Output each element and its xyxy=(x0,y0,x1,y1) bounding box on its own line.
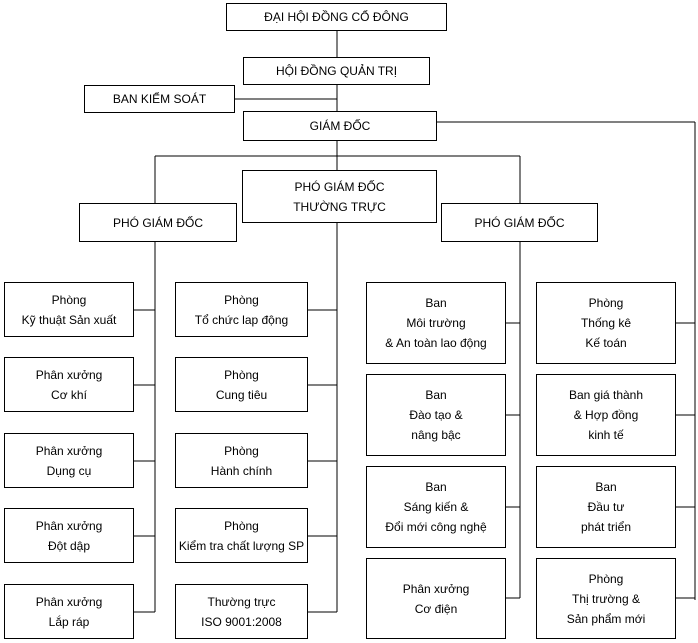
box-text-line: Ban xyxy=(425,480,447,494)
box-text-line: & An toàn lao động xyxy=(385,336,487,350)
box-text-line: phát triển xyxy=(580,520,632,534)
box-text-line: Cơ điện xyxy=(414,601,458,616)
box-text-line: PHÓ GIÁM ĐỐC xyxy=(474,215,565,230)
box-text-line: Phân xưởng xyxy=(35,367,103,382)
box-text-line: Thường trực xyxy=(207,594,276,609)
box-text-line: Phân xưởng xyxy=(402,581,470,596)
box-text-line: kinh tế xyxy=(588,428,624,442)
col3-box-4: Phân xưởng Cơ điện xyxy=(366,558,506,639)
box-text-line: Kiểm tra chất lượng SP xyxy=(178,538,305,553)
box-text-line: ISO 9001:2008 xyxy=(201,614,282,629)
box-text-line: Phân xưởng xyxy=(35,443,103,458)
box-text-line: Đột dập xyxy=(47,538,91,553)
box-text-line: Tổ chức lap động xyxy=(194,312,289,327)
box-text-line: THƯỜNG TRỰC xyxy=(293,199,386,214)
box-text-line: Đổi mới công nghệ xyxy=(385,520,487,534)
box-text-line: Phòng xyxy=(224,443,259,458)
box-supervisory-board: BAN KIỂM SOÁT xyxy=(84,85,235,113)
box-text-line: Phòng xyxy=(51,292,87,307)
box-text-line: ĐẠI HỘI ĐỒNG CỔ ĐÔNG xyxy=(264,10,409,24)
box-deputy-left: PHÓ GIÁM ĐỐC xyxy=(79,203,237,242)
box-text-line: Dụng cụ xyxy=(46,463,92,478)
box-text-line: Phân xưởng xyxy=(35,594,103,609)
box-text-line: HỘI ĐỒNG QUẢN TRỊ xyxy=(275,64,398,78)
box-text-line: Thống kê xyxy=(580,316,632,330)
box-text-line: GIÁM ĐỐC xyxy=(309,119,371,133)
box-text-line: Phòng xyxy=(588,296,624,310)
box-text-line: & Hợp đồng xyxy=(573,408,639,422)
box-text-line: Cung tiêu xyxy=(215,387,268,402)
box-text-line: Môi trường xyxy=(406,316,466,330)
col1-box-1: Phòng Kỹ thuật Sản xuất xyxy=(4,282,134,337)
box-text-line: PHÓ GIÁM ĐỐC xyxy=(294,179,385,194)
box-text-line: Phòng xyxy=(224,518,259,533)
box-text-line: Đầu tư xyxy=(587,500,625,514)
box-text-line: PHÓ GIÁM ĐỐC xyxy=(112,215,203,230)
box-director: GIÁM ĐỐC xyxy=(243,111,437,141)
box-text-line: Ban xyxy=(425,388,447,402)
box-text-line: Ban xyxy=(595,480,617,494)
box-board: HỘI ĐỒNG QUẢN TRỊ xyxy=(243,57,430,85)
col2-box-1: Phòng Tổ chức lap động xyxy=(175,282,308,337)
box-deputy-right: PHÓ GIÁM ĐỐC xyxy=(441,203,598,242)
box-text-line: Kế toán xyxy=(585,336,627,350)
col1-box-2: Phân xưởng Cơ khí xyxy=(4,357,134,412)
box-text-line: Cơ khí xyxy=(51,387,87,402)
box-text-line: Hành chính xyxy=(210,463,273,478)
box-text-line: Ban giá thành xyxy=(568,388,644,402)
box-text-line: Phòng xyxy=(224,292,259,307)
box-text-line: Kỹ thuật Sản xuất xyxy=(21,312,117,327)
box-text-line: BAN KIỂM SOÁT xyxy=(112,92,207,106)
box-text-line: Sản phẩm mới xyxy=(566,611,646,626)
box-text-line: Phòng xyxy=(588,571,624,586)
box-text-line: Thị trường & xyxy=(572,591,640,606)
col4-box-2: Ban giá thành & Hợp đồng kinh tế xyxy=(536,374,676,456)
box-text-line: Lắp ráp xyxy=(48,614,90,629)
box-text-line: Ban xyxy=(425,296,447,310)
box-text-line: Phân xưởng xyxy=(35,518,103,533)
box-general-meeting: ĐẠI HỘI ĐỒNG CỔ ĐÔNG xyxy=(226,3,447,31)
box-text-line: Sáng kiến & xyxy=(403,500,469,514)
box-deputy-standing: PHÓ GIÁM ĐỐC THƯỜNG TRỰC xyxy=(242,170,437,223)
box-text-line: Đào tạo & xyxy=(409,408,463,422)
box-text-line: nâng bậc xyxy=(411,428,461,442)
box-text-line: Phòng xyxy=(224,367,259,382)
